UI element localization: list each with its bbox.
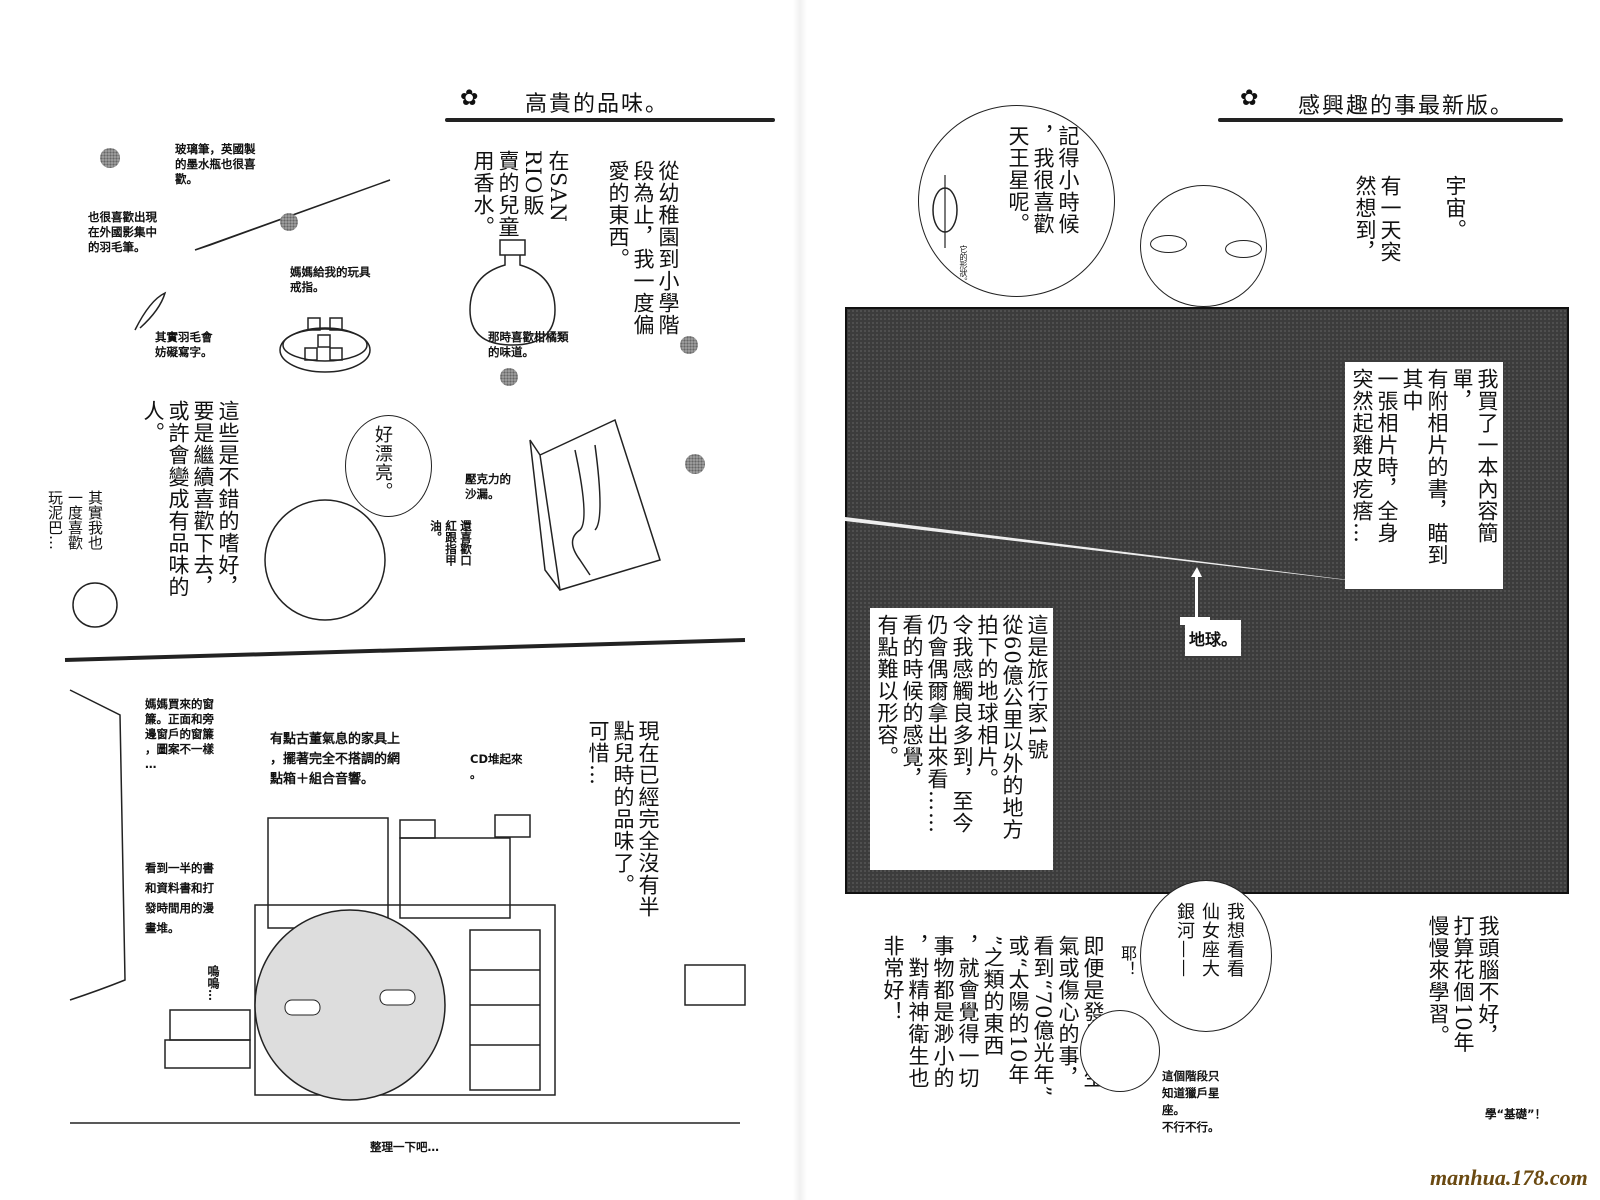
voyager-text: 這是旅行家1號 從60億公里以外的地方 拍下的地球相片。 令我感觸良多到，至今 … (870, 608, 1053, 870)
uranus-bubble (918, 105, 1115, 297)
light-beam (845, 517, 1405, 625)
basics-caption: 學“基礎”！ (1485, 1107, 1547, 1121)
title-rule (445, 118, 775, 122)
books-caption: 看到一半的書 和資料書和打 發時間用的漫 畫堆。 (145, 861, 214, 935)
now-text: 現在已經完全沒有半 點兒時的品味了。 可惜… (586, 720, 660, 918)
arrow-up-icon (1180, 567, 1210, 625)
small-girl-drawing (72, 582, 118, 628)
feather-drawing (134, 291, 167, 331)
uranus-note: 它的形狀。 (959, 245, 968, 285)
tone-dot (100, 148, 120, 168)
character-eye (1150, 235, 1187, 253)
mud-text: 其實我也 一度喜歡 玩泥巴… (46, 490, 104, 550)
panel-divider (64, 638, 746, 662)
left-title: 高貴的品味。 (525, 92, 670, 117)
speech-bubble (345, 415, 432, 517)
earth-label: 地球。 (1185, 620, 1242, 656)
glass-pen-caption: 玻璃筆，英國製 的墨水瓶也很喜 歡。 (175, 142, 256, 186)
drawers-drawing (469, 929, 541, 1091)
flower-icon: ✿ (460, 86, 479, 111)
bottom-text: 即便是發生了生 氣或傷心的事， 看到“70億光年” 或“太陽的10年 ”之類的東… (881, 935, 1105, 1098)
left-illustrations (64, 179, 746, 1124)
ring-caption: 媽媽給我的玩具 戒指。 (290, 265, 371, 294)
andromeda-bubble (1140, 880, 1272, 1032)
watermark: manhua.178.com (1430, 1165, 1588, 1190)
tone-dot (680, 336, 698, 354)
book-stack-drawing (684, 964, 746, 1006)
book-text: 我買了一本內容簡單， 有附相片的書，瞄到其中 一張相片時，全身 突然起雞皮疙瘩… (1345, 362, 1503, 589)
hourglass-drawing (529, 418, 661, 591)
orion-caption: 這個階段只 知道獵戶星 座。 不行不行。 (1162, 1069, 1220, 1134)
crying-character-drawing (254, 909, 446, 1101)
tone-dot (500, 368, 518, 386)
cd-caption: CD堆起來 。 (470, 752, 523, 781)
furniture-caption: 有點古董氣息的家具上 ，擺著完全不搭調的網 點箱＋組合音響。 (270, 732, 401, 787)
ring-drawing (279, 327, 371, 373)
yay-text: 耶！ (1118, 945, 1137, 977)
intro-text: 從幼稚園到小學階 段為止，我一度偏 愛的東西。 (606, 160, 680, 336)
girl-drawing (264, 499, 386, 621)
title-rule (1218, 118, 1563, 122)
lipstick-caption: 還喜歡口 紅跟指甲 油。 (429, 520, 473, 566)
character-eye (1225, 240, 1262, 258)
quill-caption: 也很喜歡出現 在外國影集中 的羽毛筆。 (88, 210, 157, 254)
one-day-text: 有一天突 然想到， (1353, 175, 1402, 263)
tone-dot (280, 213, 298, 231)
right-title: 感興趣的事最新版。 (1298, 94, 1515, 119)
sob-text: 嗚嗚… (206, 965, 220, 1001)
flower-icon: ✿ (1240, 86, 1259, 111)
hourglass-caption: 壓克力的 沙漏。 (465, 472, 511, 501)
uranus-bubble-text: 記得小時候 ，我很喜歡 天王星呢。 (1006, 125, 1080, 235)
curtain-caption: 媽媽買來的窗 簾。正面和旁 邊窗戶的窗簾 ，圖案不一樣 … (145, 697, 214, 771)
perfume-text: 在SAN RIO販 賣的兒童 用香水。 (471, 150, 570, 238)
tidy-caption: 整理一下吧… (370, 1140, 439, 1154)
small-character-head (1080, 1010, 1160, 1092)
andromeda-bubble-text: 我想看看 仙女座大 銀河—— (1174, 902, 1245, 978)
pretty-bubble-text: 好漂亮。 (372, 425, 393, 501)
curtain-drawing (69, 689, 126, 1001)
page-spine (793, 0, 807, 1200)
perfume-bottle-drawing (469, 239, 556, 346)
space-text: 宇宙。 (1443, 175, 1467, 241)
citrus-caption: 那時喜歡柑橘類 的味道。 (488, 330, 569, 359)
quill-note: 其實羽毛會 妨礙寫字。 (155, 330, 213, 359)
uranus-icon (932, 175, 958, 248)
hobby-text: 這些是不錯的嗜好， 要是繼續喜歡下去， 或許會變成有品味的 人。 (141, 400, 240, 598)
study-text: 我頭腦不好， 打算花個10年 慢慢來學習。 (1426, 915, 1500, 1054)
tone-dot (685, 454, 705, 474)
